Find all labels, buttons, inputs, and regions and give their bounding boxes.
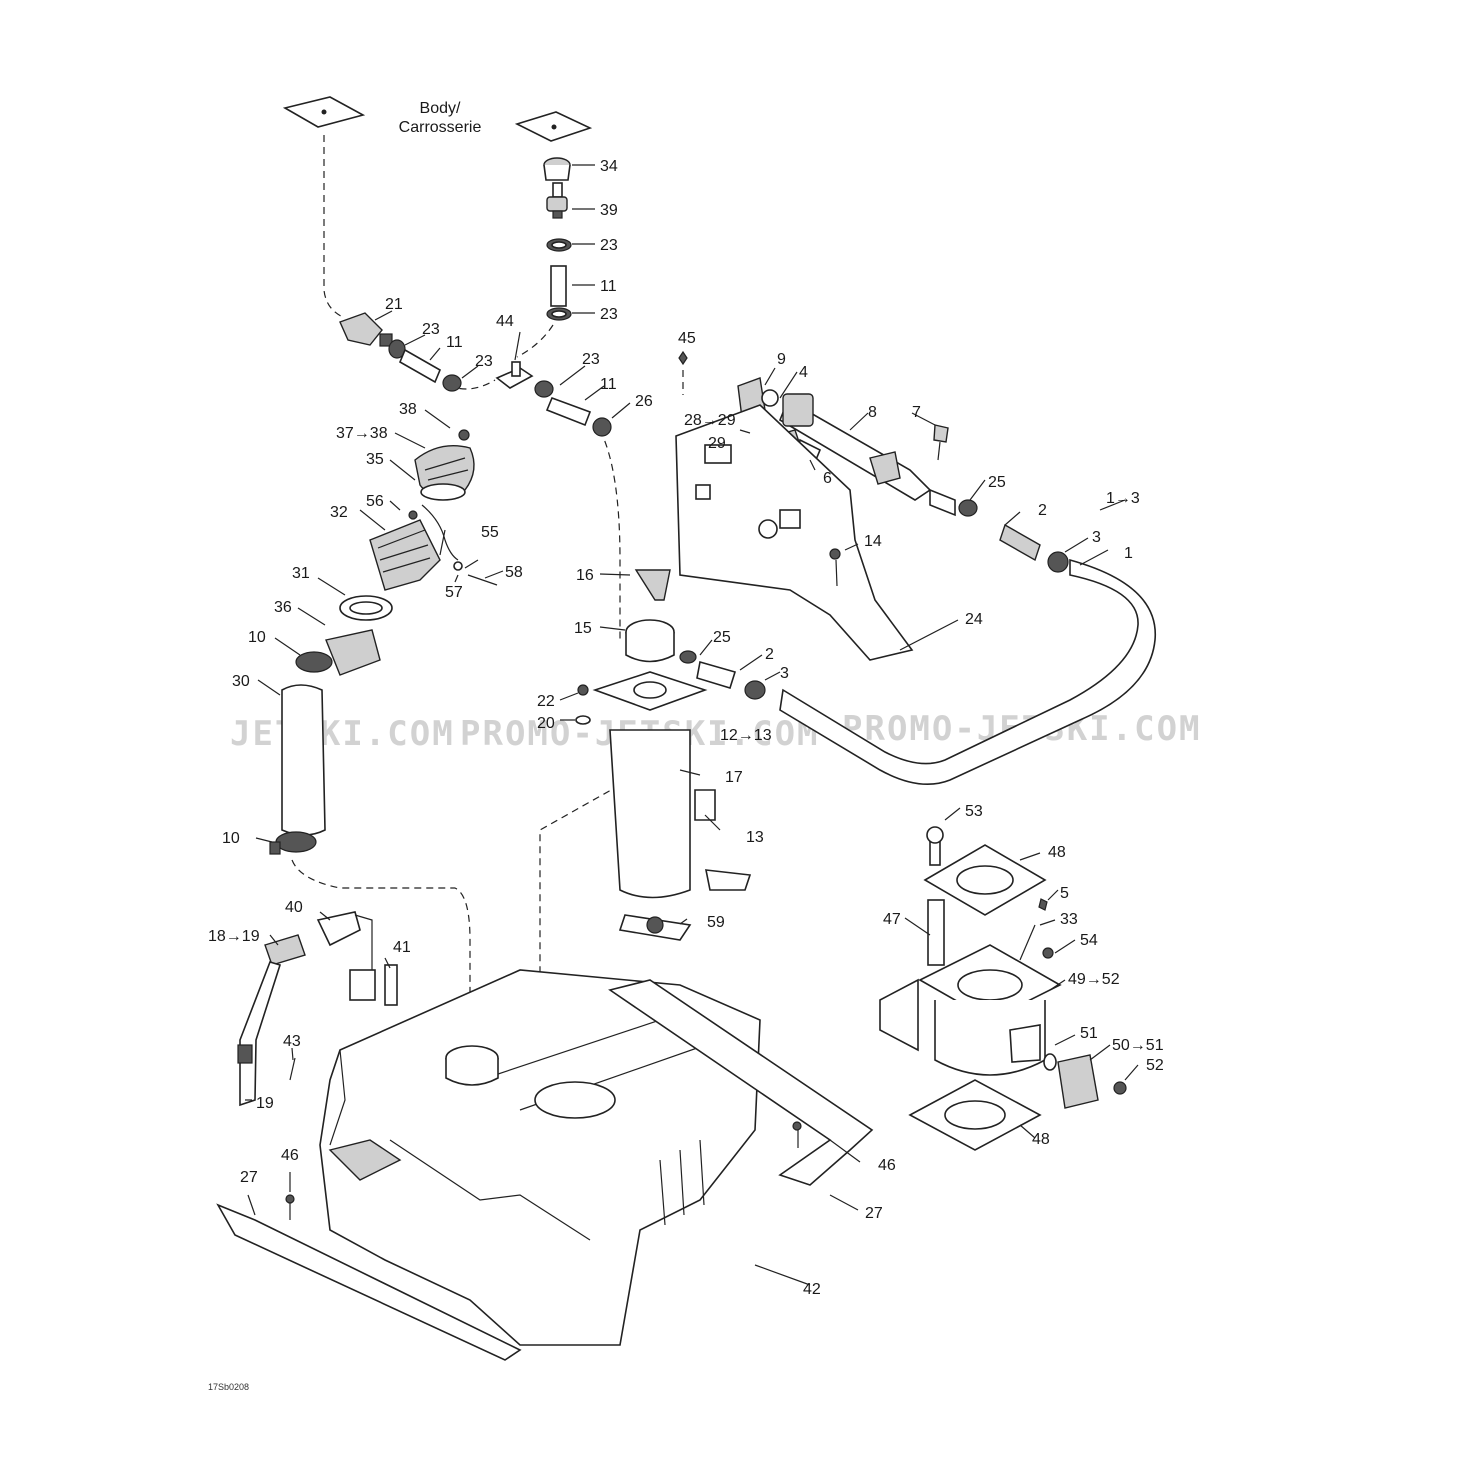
vent-line-left <box>339 312 612 437</box>
body-caption-line2: Carrosserie <box>399 119 482 136</box>
part-label: 16 <box>576 567 594 584</box>
pump-body-cluster <box>879 826 1127 1151</box>
part-label: 23 <box>600 237 618 254</box>
part-label: 5 <box>1060 885 1069 902</box>
part-label: 49→52 <box>1068 971 1120 988</box>
part-label: 25 <box>713 629 731 646</box>
part-label: 32 <box>330 504 348 521</box>
part-label: 3 <box>1092 529 1101 546</box>
part-label: 34 <box>600 158 618 175</box>
part-label: 51 <box>1080 1025 1098 1042</box>
part-label: 44 <box>496 313 514 330</box>
part-label: 17 <box>725 769 743 786</box>
part-label: 9 <box>777 351 786 368</box>
part-label: 26 <box>635 393 653 410</box>
part-label: 39 <box>600 202 618 219</box>
part-label: 35 <box>366 451 384 468</box>
part-label: 1→3 <box>1106 490 1140 507</box>
drawing-code: 17Sb0208 <box>208 1382 249 1392</box>
part-label: 15 <box>574 620 592 637</box>
part-label: 11 <box>600 376 617 393</box>
part-label: 19 <box>256 1095 274 1112</box>
part-label: 23 <box>582 351 600 368</box>
part-label: 24 <box>965 611 983 628</box>
part-label: 12→13 <box>720 727 772 744</box>
part-label: 11 <box>446 334 463 351</box>
part-label: 37→38 <box>336 425 388 442</box>
part-label: 40 <box>285 899 303 916</box>
part-label: 21 <box>385 296 403 313</box>
part-label: 53 <box>965 803 983 820</box>
part-label: 55 <box>481 524 499 541</box>
part-label: 27 <box>240 1169 258 1186</box>
part-label: 59 <box>707 914 725 931</box>
part-label: 48 <box>1048 844 1066 861</box>
part-label: 46 <box>878 1157 896 1174</box>
part-label: 48 <box>1032 1131 1050 1148</box>
vent-chain-top <box>543 157 572 321</box>
part-number-labels: 34 39 23 11 23 21 23 11 23 44 23 11 26 3… <box>208 158 1164 1298</box>
support-rails <box>216 979 874 1361</box>
part-label: 4 <box>799 364 808 381</box>
part-label: 11 <box>600 278 617 295</box>
part-label: 27 <box>865 1205 883 1222</box>
part-label: 28→29 <box>684 412 736 429</box>
filler-cap-assembly <box>269 429 498 855</box>
part-label: 30 <box>232 673 250 690</box>
part-label: 7 <box>912 404 921 421</box>
fuel-tank <box>319 969 761 1346</box>
watermark-text: JETSKI.COM <box>230 714 455 754</box>
body-caption-line1: Body/ <box>420 100 461 117</box>
part-label: 23 <box>422 321 440 338</box>
fuel-hose <box>779 523 1156 786</box>
part-label: 54 <box>1080 932 1098 949</box>
part-label: 1 <box>1124 545 1133 562</box>
part-label: 23 <box>600 306 618 323</box>
part-label: 2 <box>1038 502 1047 519</box>
part-label: 31 <box>292 565 310 582</box>
part-label: 47 <box>883 911 901 928</box>
part-label: 2 <box>765 646 774 663</box>
heat-shield-plate <box>675 404 914 661</box>
part-label: 50→51 <box>1112 1037 1164 1054</box>
part-label: 46 <box>281 1147 299 1164</box>
part-label: 20 <box>537 715 555 732</box>
part-label: 6 <box>823 470 832 487</box>
leader-lines <box>245 164 1139 1286</box>
part-label: 56 <box>366 493 384 510</box>
fuel-pump-module <box>575 569 766 941</box>
part-label: 36 <box>274 599 292 616</box>
part-label: 33 <box>1060 911 1078 928</box>
part-label: 58 <box>505 564 523 581</box>
part-label: 22 <box>537 693 555 710</box>
part-label: 42 <box>803 1281 821 1298</box>
part-label: 29 <box>708 435 726 452</box>
part-label: 10 <box>222 830 240 847</box>
part-label: 3 <box>780 665 789 682</box>
bracket-and-straps <box>237 911 398 1107</box>
part-label: 13 <box>746 829 764 846</box>
part-label: 25 <box>988 474 1006 491</box>
part-label: 14 <box>864 533 882 550</box>
part-label: 45 <box>678 330 696 347</box>
part-label: 8 <box>868 404 877 421</box>
part-label: 57 <box>445 584 463 601</box>
part-label: 23 <box>475 353 493 370</box>
body-mount-plates: Body/ Carrosserie <box>282 96 593 142</box>
part-label: 52 <box>1146 1057 1164 1074</box>
part-label: 43 <box>283 1033 301 1050</box>
part-label: 18→19 <box>208 928 260 945</box>
part-label: 10 <box>248 629 266 646</box>
part-label: 41 <box>393 939 411 956</box>
part-label: 38 <box>399 401 417 418</box>
